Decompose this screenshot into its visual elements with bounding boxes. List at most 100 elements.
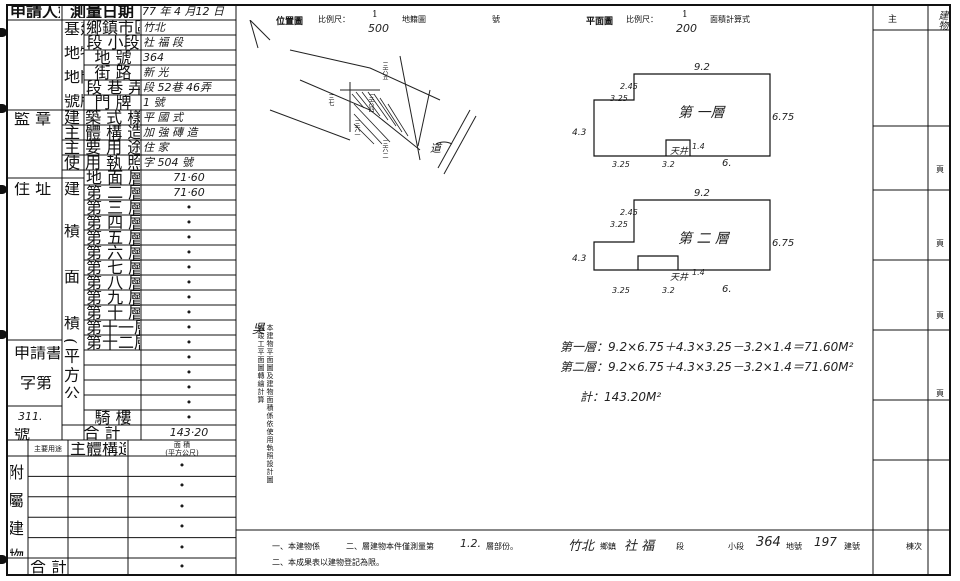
floor-value: • — [185, 351, 193, 364]
total-value: 143·20 — [169, 426, 209, 439]
floor-label — [86, 395, 140, 410]
drawing-note: 本建物平面圖及建物面積係依使用執照設計圖或竣工平面圖轉繪計算 — [257, 324, 274, 484]
field-label: 段 小段 — [86, 35, 140, 50]
field-value: 1 號 — [143, 96, 165, 109]
plan-dim-court: 1.4 — [692, 268, 705, 277]
field-label: 鄉鎮市區 — [86, 20, 140, 35]
field-value: 平 國 式 — [143, 111, 183, 124]
plan-dim-left: 4.3 — [572, 128, 587, 138]
footer-section-suffix: 段 — [676, 542, 684, 551]
unit-label: (平方公尺) — [64, 338, 80, 398]
footer-county-suffix: 鄉鎮 — [600, 542, 616, 551]
build-label: 建 — [64, 182, 81, 196]
floor-plan-title: 平面圖 — [586, 17, 614, 27]
page-label: 頁 — [936, 165, 944, 174]
footer-section: 社 福 — [624, 539, 655, 554]
annex-value: • — [178, 540, 186, 554]
binding-hole — [0, 28, 7, 37]
footer-building-no: 197 — [814, 535, 837, 549]
floor-label: 第 八 層 — [86, 275, 140, 290]
area-calc-line: 第二層：9.2×6.75＋4.3×3.25－3.2×1.4＝71.60M² — [560, 360, 854, 374]
surveyor-stamp: 吳 — [252, 322, 266, 337]
footer-line1-a: 一、本建物係 — [272, 542, 320, 551]
location-scale-label: 比例尺： — [318, 15, 350, 24]
field-value: 新 光 — [143, 66, 169, 79]
field-label: 地 號 — [94, 50, 132, 65]
floor-label: 第 四 層 — [86, 215, 140, 230]
plan-dim-bottom-c: 6. — [722, 284, 732, 295]
floor-value: • — [185, 336, 193, 349]
floor-value: • — [185, 411, 193, 424]
floor-label: 第 七 層 — [86, 260, 140, 275]
floor-plan-drawings — [593, 73, 771, 271]
annex-value: • — [178, 459, 186, 472]
plan-dim-top: 9.2 — [694, 188, 710, 199]
lot-label: 三六四 — [367, 94, 374, 112]
survey-date-label: 測量日期 — [69, 6, 134, 18]
footer-line2: 二、本成果表以建物登記為限。 — [272, 558, 384, 567]
house-label: 號牌 — [64, 94, 84, 108]
page-label: 頁 — [936, 311, 944, 320]
binding-hole — [0, 104, 7, 113]
area-label: 面 — [64, 270, 81, 284]
floor-scale-num: 1 — [682, 10, 688, 20]
location-scale-den: 500 — [368, 22, 389, 35]
right-column-header: 主 — [888, 15, 898, 25]
field-value: 字 504 號 — [143, 156, 193, 169]
footer-line1-b: 二、層建物本件僅測量第 — [346, 542, 434, 551]
floor-label — [86, 380, 140, 395]
location-scale-num: 1 — [372, 10, 378, 20]
floor-value: • — [185, 216, 193, 229]
field-value: 加 強 磚 造 — [143, 126, 198, 139]
plan-dim-step-h: 2.45 — [620, 208, 638, 217]
survey-date-value: 77 年 4 月12 日 — [142, 5, 224, 18]
footer-round: 棟次 — [906, 542, 922, 551]
total-label: 合 計 — [83, 426, 121, 440]
field-label: 主 要 用 途 — [64, 140, 140, 155]
floor-scale-label: 比例尺： — [626, 15, 658, 24]
door-label: 地門 — [64, 70, 84, 84]
footer-lot: 364 — [756, 535, 781, 550]
binding-hole — [0, 185, 7, 194]
plan-courtyard: 天井 — [670, 273, 689, 283]
floor-label — [86, 365, 140, 380]
plan-courtyard: 天井 — [670, 147, 689, 157]
footer-county: 竹北 — [568, 539, 595, 554]
area-calc-line: 計：143.20M² — [580, 390, 662, 404]
cadastral-sheet-label: 地籍圖 — [402, 15, 426, 24]
binding-hole — [0, 555, 7, 564]
apply-book-label: 申請書 — [14, 346, 60, 360]
floor-value: • — [185, 231, 193, 244]
footer-lot-suffix: 地號 — [786, 542, 802, 551]
location-map-title: 位置圖 — [276, 17, 304, 27]
road-label: 道 — [430, 142, 441, 155]
area-calc-title: 面積計算式 — [710, 15, 750, 24]
plan-dim-bottom-b: 3.2 — [662, 160, 675, 169]
field-value: 段 52巷 46弄 — [143, 81, 211, 94]
sheet-frame — [6, 4, 951, 576]
floor-scale-den: 200 — [676, 22, 697, 35]
plan-dim-court: 1.4 — [692, 142, 705, 151]
floor-value: • — [185, 261, 193, 274]
page-label: 頁 — [936, 389, 944, 398]
plan-dim-bottom-a: 3.25 — [612, 160, 630, 169]
binding-hole — [0, 330, 7, 339]
lot-label: 三六一 — [353, 120, 360, 138]
right-stamp: 建物 — [936, 10, 947, 30]
floor-value: • — [185, 201, 193, 214]
field-value: 社 福 段 — [143, 36, 183, 49]
annex-area-header: 面 積 (平方公尺) — [165, 441, 199, 457]
floor-value: • — [185, 396, 193, 409]
field-label: 主 體 構 造 — [64, 125, 140, 140]
field-label: 街 路 — [94, 65, 132, 80]
plan-dim-step-w: 3.25 — [610, 94, 628, 103]
address-label: 住 址 — [14, 182, 52, 196]
field-label: 門 牌 — [94, 95, 132, 110]
footer-line1-c: 層部份。 — [486, 542, 518, 551]
lot-label: 三六五 — [381, 62, 388, 80]
plan-dim-step-w: 3.25 — [610, 220, 628, 229]
floor-label: 第 三 層 — [86, 200, 140, 215]
annex-value: • — [178, 499, 186, 513]
